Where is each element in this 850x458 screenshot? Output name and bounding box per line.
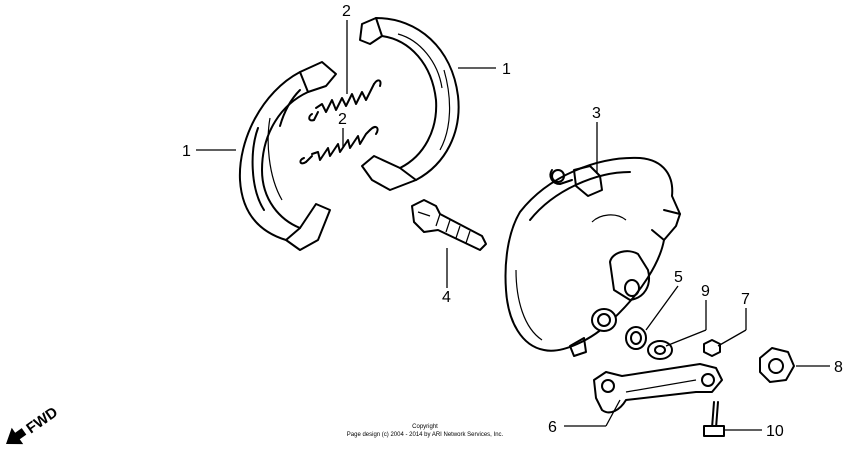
callout-2-mid: 2	[338, 111, 347, 128]
callout-2-top: 2	[342, 3, 351, 20]
copyright-line-2: Page design (c) 2004 - 2014 by ARI Netwo…	[347, 432, 504, 438]
brake-shoe-left	[238, 61, 337, 251]
brake-arm	[593, 363, 723, 414]
copyright-line-1: Copyright	[412, 424, 438, 430]
seal	[625, 326, 647, 350]
small-nut	[703, 339, 721, 357]
return-spring-upper	[308, 79, 382, 122]
bolt	[703, 401, 725, 437]
callout-10: 10	[766, 423, 784, 440]
callout-6: 6	[548, 419, 557, 436]
fwd-arrow-icon	[6, 427, 27, 445]
callout-3: 3	[592, 105, 601, 122]
fwd-arrow: FWD	[6, 404, 61, 445]
brake-cam	[411, 199, 487, 251]
brake-panel	[504, 156, 681, 357]
callout-1-right: 1	[502, 61, 511, 78]
washer	[647, 340, 673, 360]
callout-1-left: 1	[182, 143, 191, 160]
callout-numbers: 1 1 2 2 3 4 5 6 7 8 9 10	[182, 3, 843, 440]
callout-7: 7	[741, 291, 750, 308]
callout-4: 4	[442, 289, 451, 306]
leader-lines	[196, 20, 830, 431]
copyright-notice: Copyright Page design (c) 2004 - 2014 by…	[347, 424, 504, 438]
return-spring-lower	[299, 126, 379, 165]
fwd-label: FWD	[23, 404, 61, 438]
brake-shoe-right	[359, 17, 460, 191]
callout-8: 8	[834, 359, 843, 376]
flange-nut	[759, 347, 795, 383]
callout-5: 5	[674, 269, 683, 286]
callout-9: 9	[701, 283, 710, 300]
